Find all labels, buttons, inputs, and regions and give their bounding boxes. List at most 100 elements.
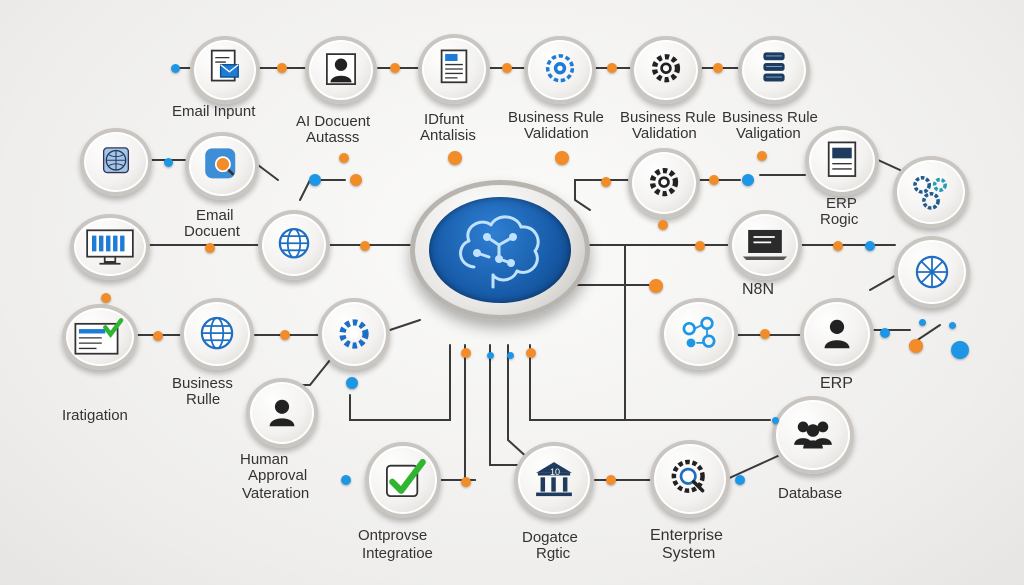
connector-dot — [601, 177, 611, 187]
gear-icon — [649, 167, 679, 197]
document-lines-icon — [440, 49, 468, 84]
nodes-cluster-icon — [682, 316, 716, 348]
magnifier-cursor-icon — [205, 148, 236, 179]
label-ai-document: AI Docuent — [296, 113, 371, 130]
connector-dot — [607, 63, 617, 73]
label-erp-rogic-1: ERP — [826, 195, 857, 212]
connector-dot — [339, 153, 349, 163]
business-rule-validation-node-1[interactable] — [524, 36, 596, 104]
gear-badge-icon — [545, 54, 575, 83]
label-email-document-2: Docuent — [184, 223, 240, 240]
email-document-node[interactable] — [185, 132, 259, 200]
connector-dot — [153, 331, 163, 341]
monitor-node[interactable] — [70, 214, 150, 280]
connector-dot — [713, 63, 723, 73]
label-idfunt: IDfunt — [424, 111, 465, 128]
globe-icon — [200, 316, 234, 350]
checklist-node[interactable] — [62, 304, 138, 370]
label-enterprise-1: Enterprise — [650, 527, 723, 544]
connector-dot — [918, 318, 926, 326]
connector-dot — [360, 241, 370, 251]
connector-dot — [735, 475, 745, 485]
connector-dot — [506, 351, 514, 359]
idfunt-node[interactable] — [418, 34, 490, 104]
gear-node-left[interactable] — [318, 298, 390, 370]
checklist-icon — [74, 318, 124, 355]
search-gear-icon — [671, 459, 705, 493]
label-enterprise-2: System — [662, 545, 716, 562]
central-ai-hub — [410, 180, 590, 320]
network-globe-icon — [915, 255, 949, 289]
erp-node[interactable] — [800, 298, 874, 370]
nodes-cluster-node[interactable] — [660, 298, 738, 370]
gears-cluster-node[interactable] — [893, 156, 969, 228]
checkmark-icon — [386, 458, 426, 497]
connector-dot — [346, 377, 358, 389]
label-ai-document-sub: Autasss — [306, 129, 360, 146]
label-database: Database — [778, 485, 843, 502]
label-business-rule-1: Business Rule — [508, 109, 604, 126]
connector-dot — [309, 174, 321, 186]
enterprise-system-node[interactable] — [650, 440, 730, 518]
ontprovise-integration-node[interactable] — [365, 442, 441, 518]
email-document-icon — [210, 49, 239, 82]
connector-dot — [277, 63, 287, 73]
connector-dot — [695, 241, 705, 251]
n8n-node[interactable] — [728, 210, 802, 280]
label-business-rule-2: Business Rule — [620, 109, 716, 126]
label-n8n: N8N — [742, 281, 775, 298]
label-human-3: Vateration — [242, 485, 310, 502]
label-erp-rogic-2: Rogic — [820, 211, 859, 228]
brain-circuit-icon — [459, 215, 540, 289]
connector-dot — [101, 293, 111, 303]
gear-node-right[interactable] — [628, 148, 700, 218]
business-rule-validation-node-2[interactable] — [630, 36, 702, 104]
database-node[interactable] — [772, 396, 854, 474]
label-ontprovise-1: Ontprovse — [358, 527, 428, 544]
people-group-icon — [794, 421, 832, 449]
label-email-document-1: Email — [196, 207, 234, 224]
label-dogatce-1: Dogatce — [522, 529, 578, 546]
connector-dot — [865, 241, 875, 251]
gear-icon — [651, 54, 681, 83]
connector-dot — [757, 151, 767, 161]
gear-icon — [339, 319, 369, 349]
connector-dot — [502, 63, 512, 73]
connector-dot — [649, 279, 663, 293]
ai-document-node[interactable] — [305, 36, 377, 104]
connector-dot — [555, 151, 569, 165]
label-email-input: Email Inpunt — [172, 103, 256, 120]
connector-dot — [486, 351, 494, 359]
label-dogatce-2: Rgtic — [536, 545, 571, 562]
person-icon — [824, 319, 850, 349]
connector-dot — [606, 475, 616, 485]
network-globe-node[interactable] — [894, 236, 970, 308]
human-approval-node[interactable] — [246, 378, 318, 448]
globe-icon — [102, 147, 130, 174]
globe-node-left[interactable] — [180, 298, 254, 370]
globe-node-mid[interactable] — [258, 210, 330, 280]
laptop-icon — [742, 229, 788, 261]
globe-node-top[interactable] — [80, 128, 152, 196]
email-input-node[interactable] — [190, 36, 260, 104]
connector-dot — [658, 220, 668, 230]
label-iratigation: Iratigation — [62, 407, 128, 424]
erp-rogic-node[interactable] — [805, 126, 879, 196]
label-ontprovise-2: Integratioe — [362, 545, 433, 562]
connector-dot — [709, 175, 719, 185]
connector-dot — [461, 348, 471, 358]
label-business-rule-3: Business Rule — [722, 109, 818, 126]
business-rule-validation-node-3[interactable] — [738, 36, 810, 104]
dogatce-rgtic-node[interactable]: 10 — [514, 442, 594, 518]
connector-dot — [833, 241, 843, 251]
connector-dot — [170, 63, 180, 73]
connector-dot — [163, 157, 173, 167]
connector-dot — [526, 348, 536, 358]
label-business-rule-left-1: Business — [172, 375, 233, 392]
person-icon — [269, 399, 295, 427]
connector-dot — [909, 339, 923, 353]
connector-dot — [390, 63, 400, 73]
connector-dot — [771, 416, 779, 424]
connector-dot — [461, 477, 471, 487]
